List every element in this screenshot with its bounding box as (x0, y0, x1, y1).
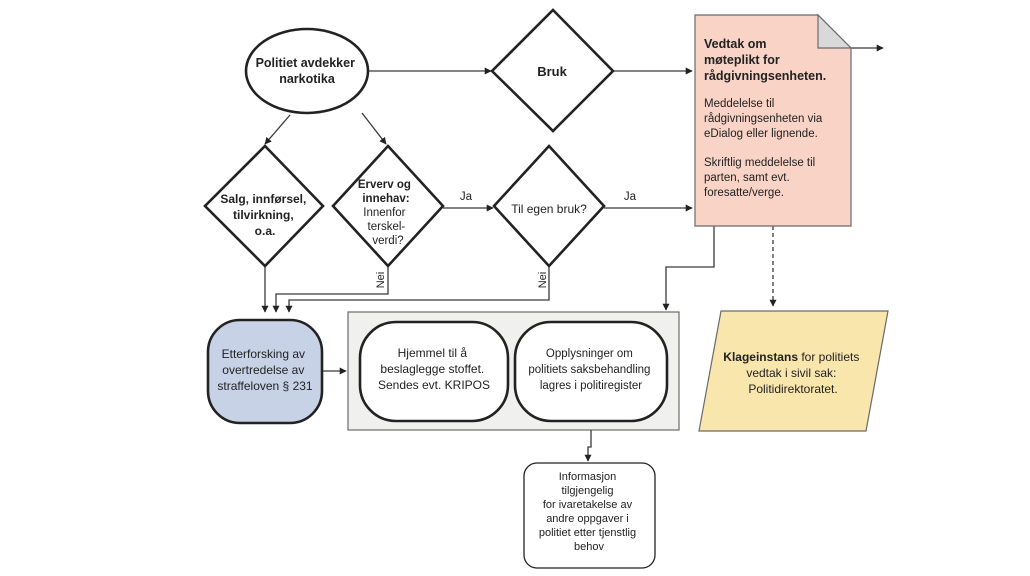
klageinstans-rest: for politiets (798, 350, 859, 364)
vedtak-title-line-2: møteplikt for (704, 53, 780, 67)
erverv-question: Innenfor terskel- verdi? (363, 207, 408, 247)
start-line-1: Politiet avdekker (256, 56, 355, 70)
klageinstans-line-2: vedtak i sivil sak: (746, 366, 836, 380)
connectors (261, 44, 884, 462)
bruk-diamond (490, 8, 615, 133)
vedtak-document-fold (817, 13, 853, 49)
vedtak-para2-line-1: Skriftlig meddelelse til (704, 157, 815, 169)
egen-bruk-diamond (492, 144, 606, 268)
vedtak-title-line-3: rådgivningsenheten. (704, 69, 826, 83)
hjemmel-line-2: beslaglegge stoffet. (380, 362, 484, 376)
etterforsking-line-3: straffeloven § 231 (217, 379, 313, 393)
edge-start-to-salg (264, 114, 291, 145)
salg-line-2: tilvirkning, (233, 208, 294, 222)
edge-group-to-info (584, 430, 592, 462)
erverv-title: Erverv og innehav: (358, 179, 414, 205)
salg-diamond (203, 144, 325, 268)
nei-label-1: Nei (375, 272, 387, 289)
vedtak-para2-line-2: parten, samt evt. (704, 172, 790, 184)
start-label: Politiet avdekker narkotika (256, 56, 359, 86)
erverv-title-line-2: innehav: (362, 193, 409, 205)
informasjon-line-3: for ivaretakelse av (543, 499, 633, 511)
informasjon-line-5: politiet etter tjenstlig (539, 527, 636, 539)
start-ellipse (244, 27, 370, 115)
opplysninger-label: Opplysninger om politiets saksbehandling… (528, 348, 653, 392)
informasjon-box (523, 462, 656, 569)
ja-label-2: Ja (624, 191, 637, 203)
opplysninger-line-3: lagres i politiregister (540, 380, 642, 392)
bruk-label: Bruk (537, 64, 567, 79)
egen-bruk-label: Til egen bruk? (511, 202, 587, 216)
klageinstans-label: Klageinstans for politiets vedtak i sivi… (723, 350, 862, 396)
opplysninger-box (513, 320, 669, 423)
hjemmel-label: Hjemmel til å beslaglegge stoffet. Sende… (378, 346, 490, 392)
etterforsking-line-2: overtredelse av (222, 363, 304, 377)
erverv-question-line-1: Innenfor (363, 207, 405, 219)
salg-label: Salg, innførsel, tilvirkning, o.a. (220, 192, 309, 238)
etterforsking-box (206, 318, 324, 425)
vedtak-document-body (694, 14, 852, 227)
klageinstans-line-3: Politidirektoratet. (748, 382, 837, 396)
edge-start-to-erverv (361, 112, 387, 145)
vedtak-title-line-1: Vedtak om (704, 37, 767, 51)
informasjon-line-1: Informasjon (559, 471, 616, 483)
klageinstans-bold: Klageinstans (723, 350, 798, 364)
erverv-question-line-2: terskel- (368, 221, 406, 233)
edge-vedtak-to-group (662, 226, 715, 311)
hjemmel-line-3: Sendes evt. KRIPOS (378, 378, 490, 392)
erverv-question-line-3: verdi? (372, 235, 403, 247)
informasjon-line-2: tilgjengelig (561, 485, 613, 497)
salg-line-1: Salg, innførsel, (220, 192, 306, 206)
erverv-diamond (331, 144, 445, 268)
salg-line-3: o.a. (255, 224, 276, 238)
informasjon-label: Informasjon tilgjengelig for ivaretakels… (539, 471, 639, 553)
vedtak-document (694, 13, 853, 227)
opplysninger-line-1: Opplysninger om (546, 348, 633, 360)
edge-egenbruk-nei (285, 266, 550, 313)
hjemmel-line-1: Hjemmel til å (398, 346, 468, 360)
vedtak-para2-line-3: foresatte/verge. (704, 187, 784, 199)
klageinstans-parallelogram (698, 310, 889, 432)
vedtak-title: Vedtak om møteplikt for rådgivningsenhet… (704, 37, 826, 83)
vedtak-paragraph-1: Meddelelse til rådgivningsenheten via eD… (704, 98, 825, 140)
ja-label-1: Ja (460, 191, 473, 203)
informasjon-line-6: behov (574, 541, 604, 553)
informasjon-line-4: andre oppgaver i (546, 513, 629, 525)
vedtak-para1-line-2: rådgivningsenheten via (704, 113, 823, 125)
nei-label-2: Nei (537, 272, 549, 289)
start-line-2: narkotika (279, 72, 336, 86)
vedtak-para1-line-3: eDialog eller lignende. (704, 128, 818, 140)
erverv-title-line-1: Erverv og (358, 179, 411, 191)
etterforsking-label: Etterforsking av overtredelse av straffe… (217, 347, 313, 393)
edge-erverv-nei (272, 266, 389, 313)
opplysninger-line-2: politiets saksbehandling (528, 364, 650, 376)
vedtak-paragraph-2: Skriftlig meddelelse til parten, samt ev… (704, 157, 818, 199)
hjemmel-box (358, 320, 510, 423)
etterforsking-line-1: Etterforsking av (222, 347, 305, 361)
vedtak-para1-line-1: Meddelelse til (704, 98, 774, 110)
klageinstans-line-1: Klageinstans for politiets (723, 350, 859, 364)
